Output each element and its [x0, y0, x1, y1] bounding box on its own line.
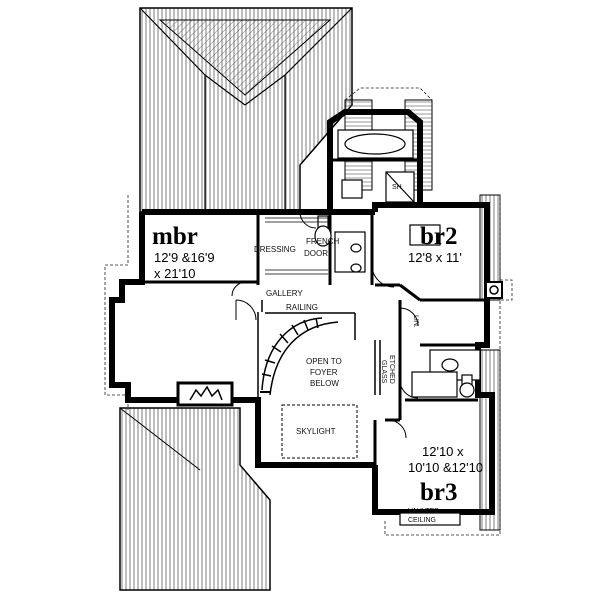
- label-dressing: DRESSING: [254, 245, 296, 254]
- overhang-outline: [104, 87, 513, 536]
- room-name-br2: br2: [420, 223, 458, 250]
- label-railing: RAILING: [286, 303, 318, 312]
- door-swings: [231, 211, 419, 439]
- room-dim-br3-1: 12'10 x: [422, 444, 464, 459]
- chimney: [485, 281, 503, 299]
- label-lin: LIN.: [412, 315, 419, 328]
- bath-fixtures: [314, 129, 481, 526]
- label-open-1: OPEN TO: [306, 357, 342, 366]
- label-sh: SH: [392, 184, 402, 191]
- stair-and-railing: [257, 300, 381, 465]
- label-etched-2: GLASS: [380, 360, 387, 384]
- label-french-1: FRENCH: [306, 237, 340, 246]
- label-french-2: DOOR: [304, 249, 328, 258]
- label-gallery: GALLERY: [266, 289, 303, 298]
- roof-top: [139, 7, 353, 213]
- room-dim-br2: 12'8 x 11': [408, 250, 462, 265]
- label-skylight: SKYLIGHT: [296, 427, 336, 436]
- label-vaulted-2: CEILING: [408, 517, 436, 524]
- label-open-3: BELOW: [310, 379, 339, 388]
- room-name-br3: br3: [420, 479, 458, 506]
- skylight: [281, 404, 358, 459]
- room-name-mbr: mbr: [152, 223, 198, 250]
- interior-walls: [142, 158, 487, 465]
- label-vaulted-1: VAULTED: [408, 508, 439, 515]
- room-dim-br3-2: 10'10 &12'10: [408, 460, 483, 475]
- closet-shelves: [265, 217, 328, 275]
- room-dim-mbr-2: x 21'10: [154, 266, 196, 281]
- fireplace: [176, 381, 234, 407]
- room-dim-mbr-1: 12'9 &16'9: [154, 250, 215, 265]
- roof-bottom: [119, 407, 271, 591]
- label-open-2: FOYER: [310, 368, 338, 377]
- label-etched-1: ETCHED: [388, 355, 395, 384]
